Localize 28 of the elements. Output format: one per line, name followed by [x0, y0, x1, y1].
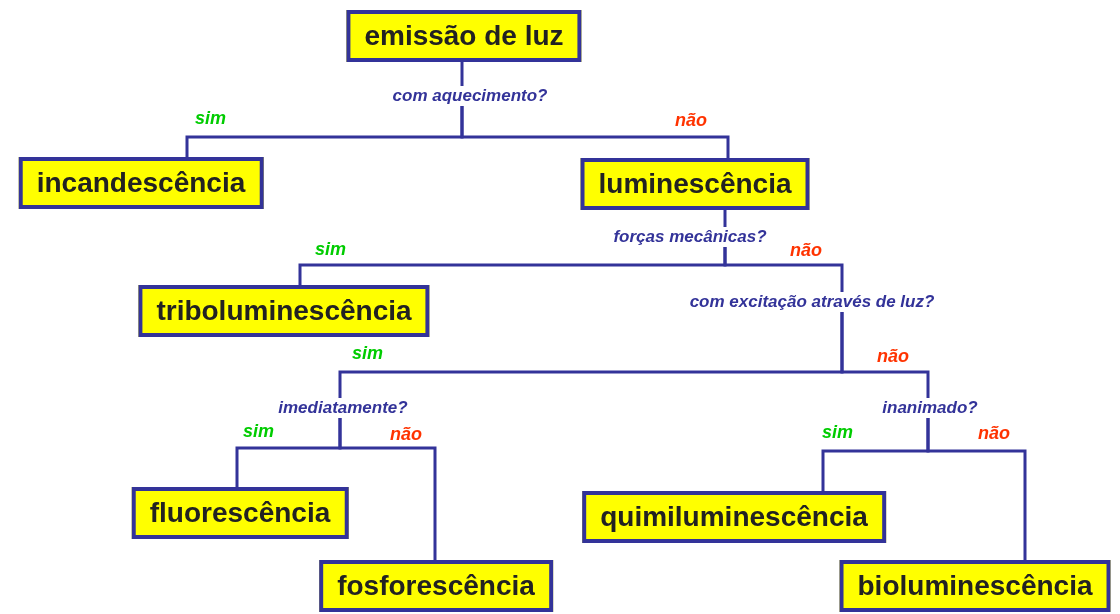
edge-label: sim [243, 421, 275, 441]
edge-label: sim [195, 108, 227, 128]
edge-label: não [390, 424, 422, 444]
category-box: fosforescência [319, 560, 553, 612]
question-text: forças mecânicas? [611, 227, 769, 247]
connector-line [338, 418, 437, 560]
category-box: bioluminescência [839, 560, 1111, 612]
category-box: incandescência [18, 157, 264, 209]
category-box: emissão de luz [346, 10, 582, 62]
connector-line [723, 210, 727, 227]
edge-label: não [978, 423, 1010, 443]
category-box: triboluminescência [138, 285, 430, 337]
connector-line [723, 247, 844, 292]
edge-label: não [877, 346, 909, 366]
edge-label: não [675, 110, 707, 130]
edge-label: sim [822, 422, 854, 442]
category-box: quimiluminescência [582, 491, 886, 543]
edge-label: sim [315, 239, 347, 259]
question-text: com aquecimento? [390, 86, 550, 106]
connector-line [840, 312, 930, 398]
connector-line [460, 106, 730, 158]
edge-label: não [790, 240, 822, 260]
question-text: com excitação através de luz? [687, 292, 937, 312]
edge-label: sim [352, 343, 384, 363]
category-box: luminescência [580, 158, 810, 210]
connector-line [460, 62, 464, 86]
connector-line [926, 418, 1027, 560]
category-box: fluorescência [131, 487, 349, 539]
